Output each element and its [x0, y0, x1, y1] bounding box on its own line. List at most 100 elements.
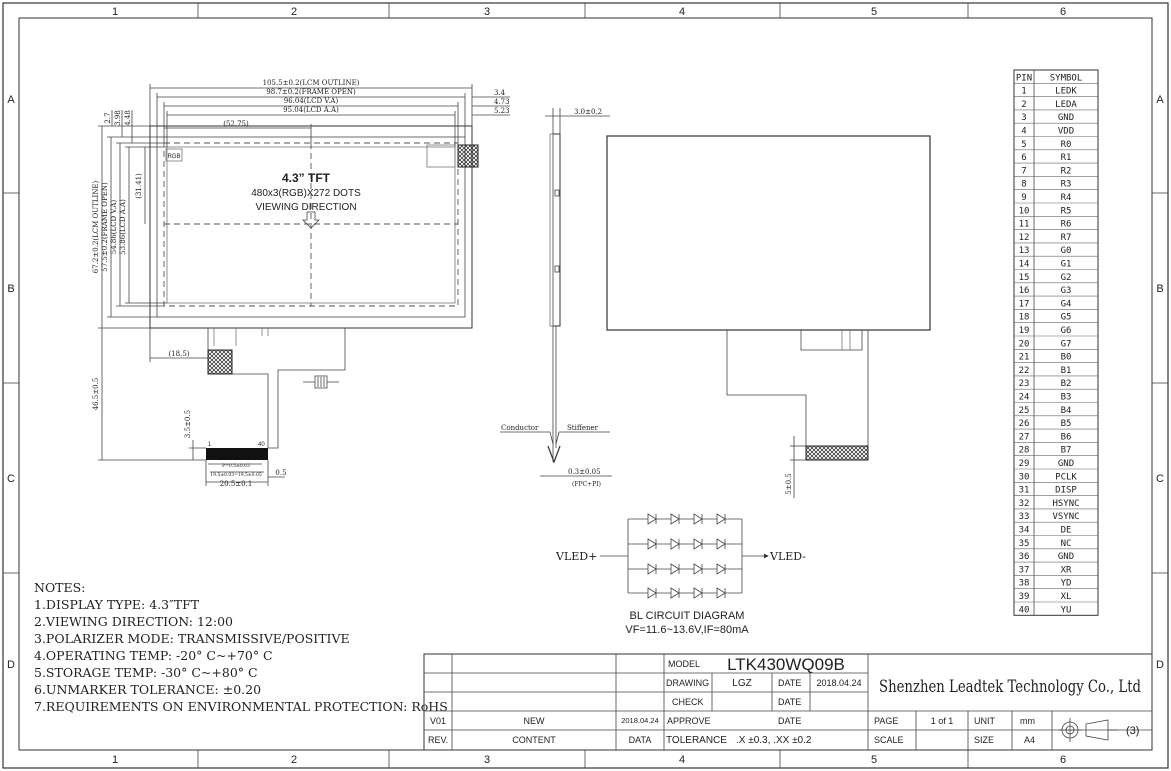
col-label-top: 5 [871, 6, 877, 18]
fpc-material-label: (FPC+PI) [572, 481, 601, 488]
pin-table-pin-number: 12 [1019, 233, 1030, 243]
pin-table-symbol: G3 [1061, 286, 1072, 296]
col-label-bottom: 3 [484, 754, 490, 766]
rev-label: REV. [428, 735, 448, 745]
panel-resolution-label: 480x3(RGB)X272 DOTS [251, 188, 361, 199]
check-date-label: DATE [778, 697, 801, 707]
front-view: RGB 4.3” TFT 480x3(RGB)X272 DOTS VIEWING… [92, 79, 510, 488]
row-label-left: D [7, 659, 15, 671]
tolerance-label: TOLERANCE [666, 735, 727, 746]
pin-table-pin-number: 17 [1019, 299, 1030, 309]
circuit-spec: VF=11.6~13.6V,IF=80mA [625, 624, 749, 636]
page-label: PAGE [874, 716, 898, 726]
conductor-label: Conductor [501, 424, 539, 432]
pin-table-symbol: YU [1061, 605, 1072, 615]
pin-table-pin-number: 19 [1019, 326, 1030, 336]
vled-plus-label: VLED+ [555, 550, 597, 563]
pin-table-pin-number: 33 [1019, 512, 1030, 522]
note-item: 2.VIEWING DIRECTION: 12:00 [34, 614, 233, 629]
note-item: 7.REQUIREMENTS ON ENVIRONMENTAL PROTECTI… [34, 699, 448, 714]
approve-label: APPROVE [667, 716, 711, 726]
page-value: 1 of 1 [931, 716, 954, 726]
pin-table-symbol: G4 [1061, 299, 1072, 309]
pin-table-pin-number: 6 [1021, 153, 1026, 163]
unit-value: mm [1020, 716, 1035, 726]
viewing-direction-arrow-icon [302, 211, 320, 229]
content-label: CONTENT [512, 735, 556, 745]
dim-top-3-98: 3.98 [114, 110, 122, 126]
pin-table-pin-number: 16 [1019, 286, 1030, 296]
title-block: MODEL LTK430WQ09B DRAWING LGZ DATE 2018.… [423, 653, 1153, 751]
notes-heading: NOTES: [34, 580, 85, 595]
fpc-pin-first: 1 [208, 442, 212, 448]
company-name: Shenzhen Leadtek Technology Co., Ltd [879, 677, 1141, 697]
pin-table-symbol: R6 [1061, 220, 1072, 230]
pin-table-pin-number: 9 [1021, 193, 1026, 203]
model-label: MODEL [668, 659, 700, 669]
dim-fpc-end: 0.5 [275, 469, 286, 477]
projection-number: (3) [1126, 725, 1139, 737]
col-label-top: 6 [1060, 6, 1066, 18]
pin-table-symbol: G6 [1061, 326, 1072, 336]
pin-table-pin-number: 32 [1019, 499, 1030, 509]
pin-table-symbol: R7 [1061, 233, 1072, 243]
pin-table-symbol: R0 [1061, 140, 1072, 150]
projection-symbol-icon [1058, 718, 1118, 742]
pin-table-symbol: B2 [1061, 379, 1072, 389]
pin-table-symbol: DE [1061, 526, 1072, 536]
dim-fpc-width: 20.5±0.1 [220, 480, 253, 488]
dim-center-x: (52.75) [223, 120, 249, 128]
pin-table-pin-number: 28 [1019, 446, 1030, 456]
date-value: 2018.04.24 [816, 678, 861, 688]
scale-label: SCALE [874, 735, 904, 745]
pin-table-symbol: G0 [1061, 246, 1072, 256]
col-label-bottom: 4 [679, 754, 685, 766]
note-item: 5.STORAGE TEMP: -30° C~+80° C [34, 665, 258, 680]
pin-table-symbol: B7 [1061, 446, 1072, 456]
model-value: LTK430WQ09B [727, 655, 845, 674]
dim-frame-open-width: 98.7±0.2(FRAME OPEN) [266, 88, 356, 96]
pin-table-pin-number: 20 [1019, 339, 1030, 349]
row-label-right: C [1156, 473, 1164, 485]
row-label-right: D [1156, 659, 1164, 671]
col-label-top: 1 [112, 6, 118, 18]
pin-table-symbol: XR [1061, 565, 1072, 575]
pin-table-header-pin: PIN [1016, 73, 1032, 83]
pin-table-symbol: R5 [1061, 206, 1072, 216]
pin-table-symbol: YD [1061, 579, 1072, 589]
note-item: 6.UNMARKER TOLERANCE: ±0.20 [34, 682, 261, 697]
note-item: 3.POLARIZER MODE: TRANSMISSIVE/POSITIVE [34, 631, 350, 646]
drawing-label: DRAWING [666, 678, 709, 688]
pin-table-pin-number: 29 [1019, 459, 1030, 469]
stiffener-label: Stiffener [567, 424, 599, 432]
pin-table-symbol: G5 [1061, 313, 1072, 323]
viewing-direction-label: VIEWING DIRECTION [255, 202, 356, 213]
pin-table-pin-number: 14 [1019, 260, 1030, 270]
pin-table-symbol: HSYNC [1052, 499, 1079, 509]
drawing-value: LGZ [732, 678, 751, 689]
dim-thickness: 3.0±0.2 [574, 108, 602, 116]
pin-table-pin-number: 36 [1019, 552, 1030, 562]
tolerance-value: .X ±0.3, .XX ±0.2 [736, 735, 812, 746]
check-label: CHECK [672, 697, 704, 707]
circuit-title: BL CIRCUIT DIAGRAM [630, 610, 745, 622]
data-label: DATA [629, 735, 652, 745]
notes: NOTES: 1.DISPLAY TYPE: 4.3″TFT 2.VIEWING… [34, 580, 448, 714]
pin-table-symbol: B3 [1061, 393, 1072, 403]
col-label-top: 3 [484, 6, 490, 18]
dim-lcd-va-width: 96.04(LCD V.A) [284, 97, 339, 105]
pin-table-pin-number: 34 [1019, 526, 1030, 536]
dim-fpc-offset: (18.5) [168, 350, 189, 358]
pin-table-symbol: GND [1058, 552, 1074, 562]
pin-table-symbol: R1 [1061, 153, 1072, 163]
pin-table-symbol: G1 [1061, 260, 1072, 270]
rgb-label: RGB [167, 154, 180, 160]
date-label: DATE [778, 678, 801, 688]
pin-table-symbol: VDD [1058, 127, 1074, 137]
revision-value: V01 [430, 716, 446, 726]
dim-tail: 5±0.5 [785, 473, 793, 494]
pin-table-symbol: GND [1058, 113, 1074, 123]
pin-table-pin-number: 40 [1019, 605, 1030, 615]
